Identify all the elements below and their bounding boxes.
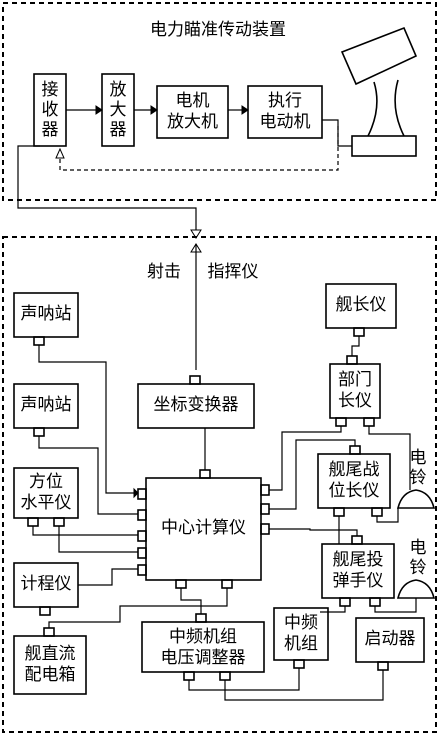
mf-reg-line-1: 中频机组 [169, 627, 237, 647]
bell1-label: 电 铃 [406, 448, 430, 488]
aft-cmd-line-2: 位长仪 [328, 481, 380, 501]
bell1-char-1: 电 [409, 448, 427, 468]
sonar2-label: 声呐站 [20, 395, 72, 415]
starter-box [355, 617, 425, 663]
aft-bomb-line-2: 弹手仪 [332, 571, 384, 591]
level-box [13, 467, 79, 519]
aft-bomb-label: 舰尾投 弹手仪 [322, 550, 394, 592]
fire-label: 射击 [147, 262, 181, 282]
amplifier-char-2: 大 [109, 100, 127, 120]
dc-line-1: 舰直流 [24, 644, 76, 664]
dc-box-label: 舰直流 配电箱 [14, 644, 86, 686]
level-line-1: 方位 [29, 472, 63, 492]
sonar2-box [13, 383, 79, 429]
aft-bomb-line-1: 舰尾投 [332, 550, 384, 570]
receiver-label: 接 收 器 [34, 80, 66, 140]
starter-label: 启动器 [364, 629, 416, 649]
dept-line-2: 长仪 [338, 391, 372, 411]
bell2-char-2: 铃 [409, 558, 427, 578]
top-panel-border [2, 2, 437, 201]
amplifier-char-1: 放 [109, 80, 127, 100]
receiver-char-1: 接 [41, 80, 59, 100]
motor-amp-line-2: 放大机 [167, 112, 218, 132]
amplifier-label: 放 大 器 [102, 80, 134, 140]
arrows [55, 105, 249, 499]
bell2-icon [396, 579, 436, 599]
receiver-char-3: 器 [41, 120, 59, 140]
bell1-char-2: 铃 [409, 468, 427, 488]
mf-reg-line-2: 电压调整器 [160, 648, 246, 668]
dept-label: 部门 长仪 [330, 370, 380, 412]
amplifier-char-3: 器 [109, 120, 127, 140]
bottom-panel-border [2, 236, 437, 733]
motor-amp-box [156, 85, 229, 139]
director-label: 指挥仪 [207, 262, 259, 282]
dc-line-2: 配电箱 [24, 665, 76, 685]
coord-label: 坐标变换器 [153, 395, 239, 415]
mf-reg-label: 中频机组 电压调整器 [142, 627, 264, 669]
mf-set-line-2: 机组 [284, 634, 318, 654]
gun-mount-icon [340, 26, 418, 157]
sonar1-box [13, 292, 79, 338]
mf-set-line-1: 中频 [284, 613, 318, 633]
log-label: 计程仪 [20, 574, 72, 594]
level-line-2: 水平仪 [20, 493, 72, 513]
dept-line-1: 部门 [338, 370, 372, 390]
connection-lines [17, 109, 417, 701]
aft-cmd-line-1: 舰尾战 [328, 460, 380, 480]
actuator-label: 执行 电动机 [248, 91, 322, 133]
bell2-char-1: 电 [409, 538, 427, 558]
computer-label: 中心计算仪 [161, 518, 246, 538]
top-panel-title: 电力瞄准传动装置 [150, 20, 286, 40]
aft-cmd-label: 舰尾战 位长仪 [318, 460, 390, 502]
actuator-line-1: 执行 [268, 91, 302, 111]
motor-amp-line-1: 电机 [175, 91, 210, 111]
receiver-char-2: 收 [41, 100, 59, 120]
bell1-icon [396, 489, 436, 509]
mf-set-label: 中频 机组 [274, 613, 328, 655]
sonar1-label: 声呐站 [20, 304, 72, 324]
actuator-line-2: 电动机 [259, 112, 311, 132]
motor-amp-label: 电机 放大机 [157, 91, 228, 133]
actuator-box [247, 85, 323, 139]
level-label: 方位 水平仪 [14, 472, 78, 514]
captain-label: 舰长仪 [335, 295, 387, 315]
bell2-label: 电 铃 [406, 538, 430, 578]
